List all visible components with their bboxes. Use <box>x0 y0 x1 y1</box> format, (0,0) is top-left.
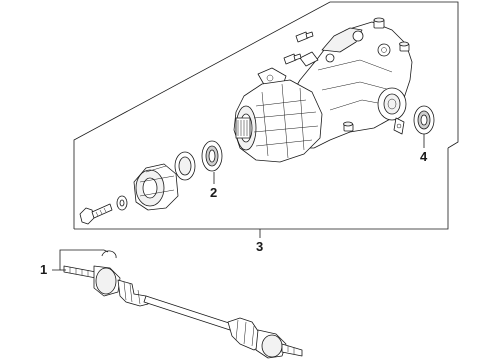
flange-bolt-icon <box>79 203 113 225</box>
pinion-housing <box>233 79 323 163</box>
leader-lines <box>52 134 425 271</box>
drain-plug-icon <box>399 41 410 52</box>
retaining-ring-icon <box>174 151 196 181</box>
right-oil-seal-icon <box>413 105 435 135</box>
stud-icon <box>295 31 314 43</box>
fill-plug-icon <box>343 121 354 132</box>
stud-icon <box>283 53 302 65</box>
callout-1-label: 1 <box>40 262 47 277</box>
axle-shaft <box>63 265 303 359</box>
housing-fasteners <box>283 17 410 132</box>
assembly-frame <box>73 1 459 230</box>
pinion-oil-seal-icon <box>201 140 223 172</box>
callout-2-label: 2 <box>210 185 217 200</box>
callout-3-label: 3 <box>256 239 263 254</box>
companion-flange-icon <box>133 163 179 211</box>
washer-icon <box>116 195 128 211</box>
breather-plug-icon <box>373 17 385 29</box>
snap-ring-icon <box>101 250 117 259</box>
callout-4-label: 4 <box>420 149 428 164</box>
